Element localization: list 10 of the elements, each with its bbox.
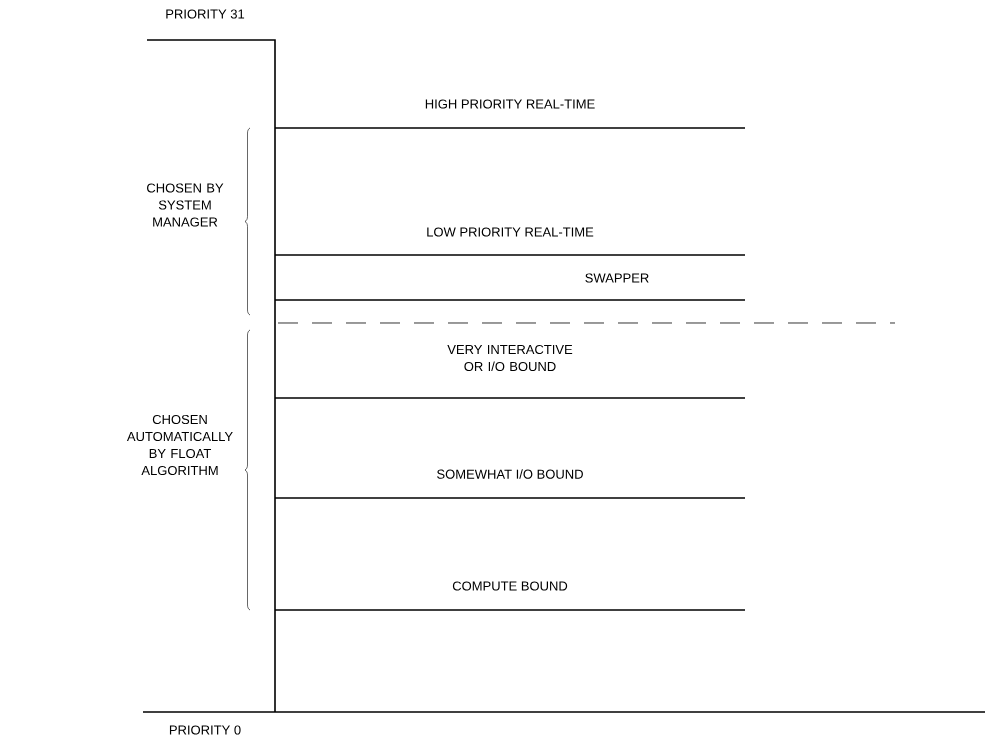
group-label: CHOSEN AUTOMATICALLY BY FLOAT ALGORITHM (126, 414, 233, 476)
label: LOW PRIORITY REAL-TIME (427, 227, 594, 237)
label: PRIORITY 31 (166, 9, 245, 19)
label: SOMEWHAT I/O BOUND (437, 469, 583, 479)
group-label: CHOSEN BY SYSTEM MANAGER (147, 183, 224, 227)
label: SWAPPER (585, 273, 649, 283)
label: COMPUTE BOUND (452, 581, 568, 591)
label: HIGH PRIORITY REAL-TIME (425, 99, 595, 109)
label: PRIORITY 0 (169, 725, 241, 735)
group-label: VERY INTERACTIVE OR I/O BOUND (447, 344, 573, 372)
